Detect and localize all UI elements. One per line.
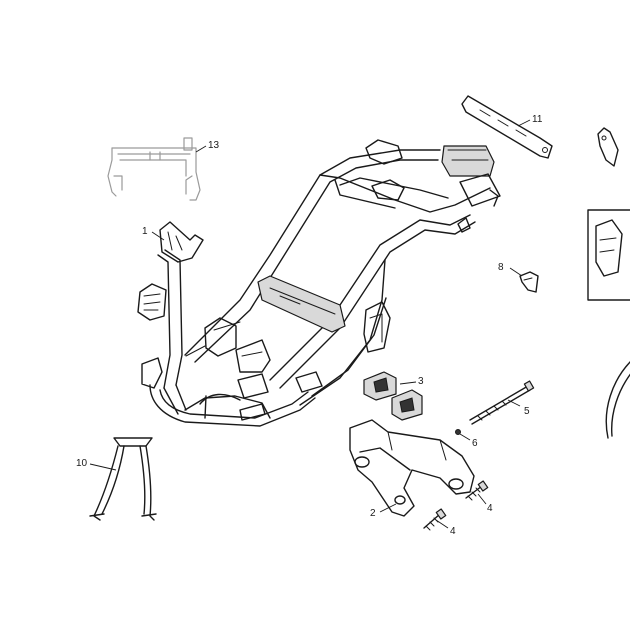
callout-8: 8 bbox=[498, 262, 504, 273]
callout-6: 6 bbox=[472, 438, 478, 449]
part-8-clip bbox=[519, 271, 539, 293]
callout-11: 11 bbox=[532, 114, 543, 125]
callout-13: 13 bbox=[208, 140, 220, 151]
callout-5: 5 bbox=[524, 406, 530, 417]
edge-part-box bbox=[587, 209, 630, 301]
leader-lines bbox=[89, 119, 531, 529]
callout-3: 3 bbox=[418, 376, 424, 387]
callout-2: 2 bbox=[370, 508, 376, 519]
part-2-hanger bbox=[349, 419, 475, 517]
callout-10: 10 bbox=[76, 458, 88, 469]
edge-part-bracket bbox=[597, 127, 619, 167]
callout-4-upper: 4 bbox=[487, 503, 493, 514]
callout-4-lower: 4 bbox=[450, 526, 456, 537]
part-6-nut bbox=[455, 429, 461, 435]
part-13-bracket bbox=[107, 137, 201, 201]
edge-part-curve bbox=[605, 361, 630, 439]
callout-labels: 1 2 3 4 4 5 6 8 10 11 13 bbox=[76, 114, 543, 537]
part-5-long-bolt bbox=[469, 380, 535, 425]
part-4-bolt-upper bbox=[465, 480, 489, 501]
main-frame bbox=[137, 139, 501, 427]
part-4-bolt-lower bbox=[423, 508, 447, 531]
callout-1: 1 bbox=[142, 226, 148, 237]
part-11-strip bbox=[461, 95, 553, 159]
part-3-pads bbox=[363, 371, 423, 421]
part-10-stand bbox=[89, 437, 157, 521]
